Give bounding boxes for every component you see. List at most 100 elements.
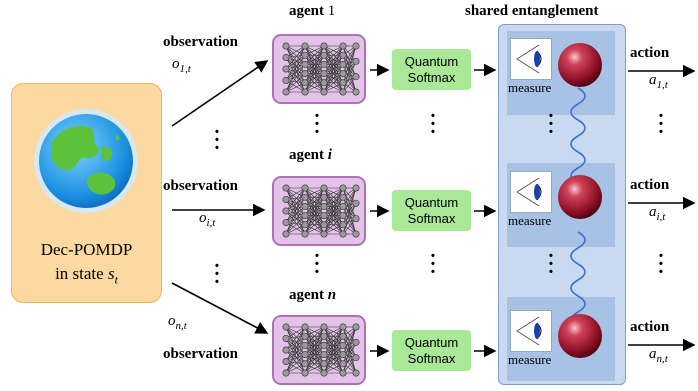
agent-label-prefix: agent [289, 3, 328, 19]
neuron-node [352, 88, 360, 96]
neuron-node [339, 323, 347, 331]
neuron-node [301, 51, 309, 59]
neural-network-i [272, 176, 366, 246]
neuron-node [320, 202, 328, 210]
measurement-meter-icon [510, 38, 552, 80]
neuron-node [301, 323, 309, 331]
neuron-node [282, 195, 290, 203]
measure-label-1: measure [508, 80, 552, 95]
neuron-node [301, 88, 309, 96]
action-label-n: action [630, 319, 670, 335]
obs-subscript: i,t [206, 217, 216, 229]
agent-label-prefix: agent [289, 147, 328, 163]
neuron-node [352, 230, 360, 238]
neuron-node [339, 51, 347, 59]
measure-label-n: measure [508, 352, 552, 367]
neuron-node [339, 79, 347, 87]
neuron-node [339, 212, 347, 220]
measurement-meter-icon [510, 310, 552, 352]
obs-symbol: o [172, 56, 180, 72]
observation-label-1: observation [163, 34, 238, 50]
action-symbol-1: a1,t [649, 72, 668, 91]
neuron-node [282, 357, 290, 365]
neuron-node [320, 88, 328, 96]
measure-label-i: measure [508, 213, 552, 228]
state-subscript: t [114, 272, 118, 287]
neuron-node [352, 73, 360, 81]
entanglement-wave [570, 87, 586, 329]
qubit-sphere-icon [558, 43, 602, 87]
neuron-node [339, 88, 347, 96]
neuron-node [282, 88, 290, 96]
action-symbol-n: an,t [649, 346, 668, 365]
neuron-node [282, 346, 290, 354]
neuron-node [282, 207, 290, 215]
neuron-node [301, 212, 309, 220]
state-symbol: s [107, 264, 115, 283]
neuron-node [352, 215, 360, 223]
qubit-sphere-icon [558, 175, 602, 219]
action-symbol: a [649, 204, 657, 220]
neuron-node [352, 323, 360, 331]
agent-index: n [327, 287, 337, 303]
obs-arrow-1 [171, 60, 269, 127]
neuron-node [339, 60, 347, 68]
neuron-node [301, 230, 309, 238]
observation-label-n: observation [163, 346, 238, 362]
neural-network-1 [272, 34, 366, 104]
neuron-node [301, 60, 309, 68]
environment-label: Dec-POMDP [40, 240, 133, 259]
neuron-node [301, 193, 309, 201]
neuron-node [320, 230, 328, 238]
neuron-node [320, 42, 328, 50]
globe-icon [34, 109, 138, 213]
neuron-node [282, 323, 290, 331]
softmax-line2: Softmax [407, 69, 456, 85]
neuron-node [339, 193, 347, 201]
neuron-node [352, 199, 360, 207]
action-subscript: 1,t [656, 79, 668, 91]
neuron-node [301, 79, 309, 87]
neuron-node [301, 369, 309, 377]
action-symbol: a [649, 72, 657, 88]
neuron-node [339, 341, 347, 349]
agent-label-n: agent n [289, 287, 336, 304]
neuron-node [282, 334, 290, 342]
neuron-node [352, 354, 360, 362]
neuron-node [301, 341, 309, 349]
softmax-line2: Softmax [407, 350, 456, 366]
environment-state: in state st [12, 264, 161, 287]
agent-label-i: agent i [289, 147, 332, 164]
agent-index: 1 [327, 3, 336, 19]
neuron-node [320, 184, 328, 192]
obs-subscript: n,t [175, 320, 187, 332]
neuron-node [339, 230, 347, 238]
action-label-1: action [630, 45, 670, 61]
ellipsis-icon: ··· [313, 105, 321, 143]
neuron-node [339, 369, 347, 377]
neuron-node [301, 42, 309, 50]
neuron-node [320, 79, 328, 87]
neuron-node [320, 341, 328, 349]
softmax-line1: Quantum [404, 334, 459, 350]
neuron-node [352, 184, 360, 192]
neuron-node [320, 360, 328, 368]
neuron-node [301, 360, 309, 368]
ellipsis-icon: ··· [657, 245, 665, 283]
observation-symbol-n: on,t [168, 313, 187, 332]
ellipsis-icon: ··· [547, 245, 555, 283]
neuron-node [301, 351, 309, 359]
obs-arrow-n [171, 282, 269, 334]
ellipsis-icon: ··· [429, 245, 437, 283]
neuron-node [320, 351, 328, 359]
softmax-line1: Quantum [404, 53, 459, 69]
observation-label-i: observation [163, 178, 238, 194]
action-subscript: i,t [656, 211, 666, 223]
neuron-node [320, 193, 328, 201]
neuron-node [339, 202, 347, 210]
neuron-node [301, 221, 309, 229]
